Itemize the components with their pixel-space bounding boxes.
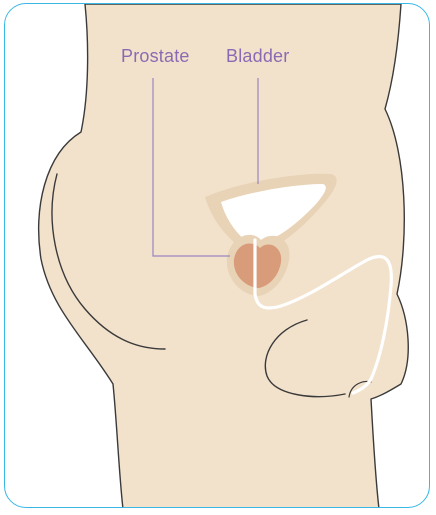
- anatomy-illustration: [5, 4, 430, 508]
- bladder-label: Bladder: [226, 46, 289, 67]
- prostate-label: Prostate: [121, 46, 190, 67]
- illustration-frame: Prostate Bladder: [4, 3, 430, 508]
